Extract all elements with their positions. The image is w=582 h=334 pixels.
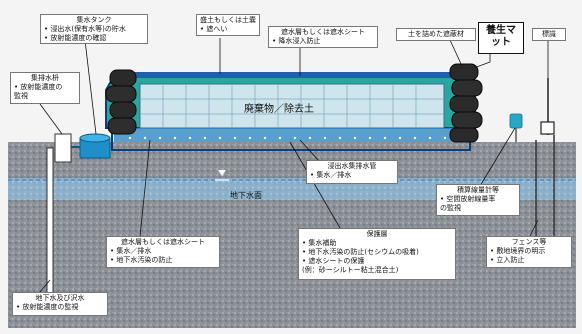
bottom-sheet-label: 遮水層もしくは遮水シート • 集水／排水 • 地下水汚染の防止	[106, 236, 220, 268]
drain-pipe	[128, 136, 462, 140]
waste-label: 廃棄物／除去土	[244, 104, 314, 115]
soil-bags-label: 土を詰めた遮蔽材	[396, 28, 476, 41]
curing-mat-label: 養生マット	[478, 22, 524, 54]
cover-soil-label: 盛土もしくは土嚢 • 遮へい	[196, 14, 260, 36]
waste-bags	[140, 84, 444, 128]
drain-pipe-label: 浸出水集排水管 • 集水／排水	[306, 160, 398, 184]
catch-pit-label: 集排水枡 • 放射能濃度の 監視	[10, 72, 80, 104]
top-sheet	[114, 72, 465, 78]
soil-bag-stack-right	[449, 63, 483, 143]
water-level-marker	[215, 170, 229, 181]
fence-label: フェンス等 • 敷地境界の明示 • 立入防止	[486, 236, 572, 268]
sump-tank-label: 集水タンク • 浸出水(保有水等)の貯水 • 放射能濃度の確認	[40, 14, 148, 44]
monitoring-well	[46, 147, 54, 297]
top-sheet-label: 遮水層もしくは遮水シート • 降水浸入防止	[268, 26, 378, 48]
catch-pit	[54, 133, 72, 163]
protective-layer	[114, 128, 468, 142]
dosimeter-icon	[509, 113, 523, 129]
groundwater-level-label: 地下水面	[230, 191, 262, 200]
sign-board	[540, 121, 555, 135]
dosimeter-label: 積算線量計等 • 空間放射線量率 の監視	[436, 184, 520, 216]
protective-layer-label: 保護層 • 集水補助 • 地下水汚染の防止(セシウムの吸着) • 遮水シートの保…	[298, 228, 456, 280]
groundwater-band	[8, 178, 576, 200]
soil-bag-stack-left	[105, 69, 137, 135]
sump-tank-top	[79, 133, 111, 143]
well-label: 地下水及び沢水 • 放射能濃度の監視	[12, 292, 108, 316]
sign-label: 標識	[532, 28, 566, 41]
